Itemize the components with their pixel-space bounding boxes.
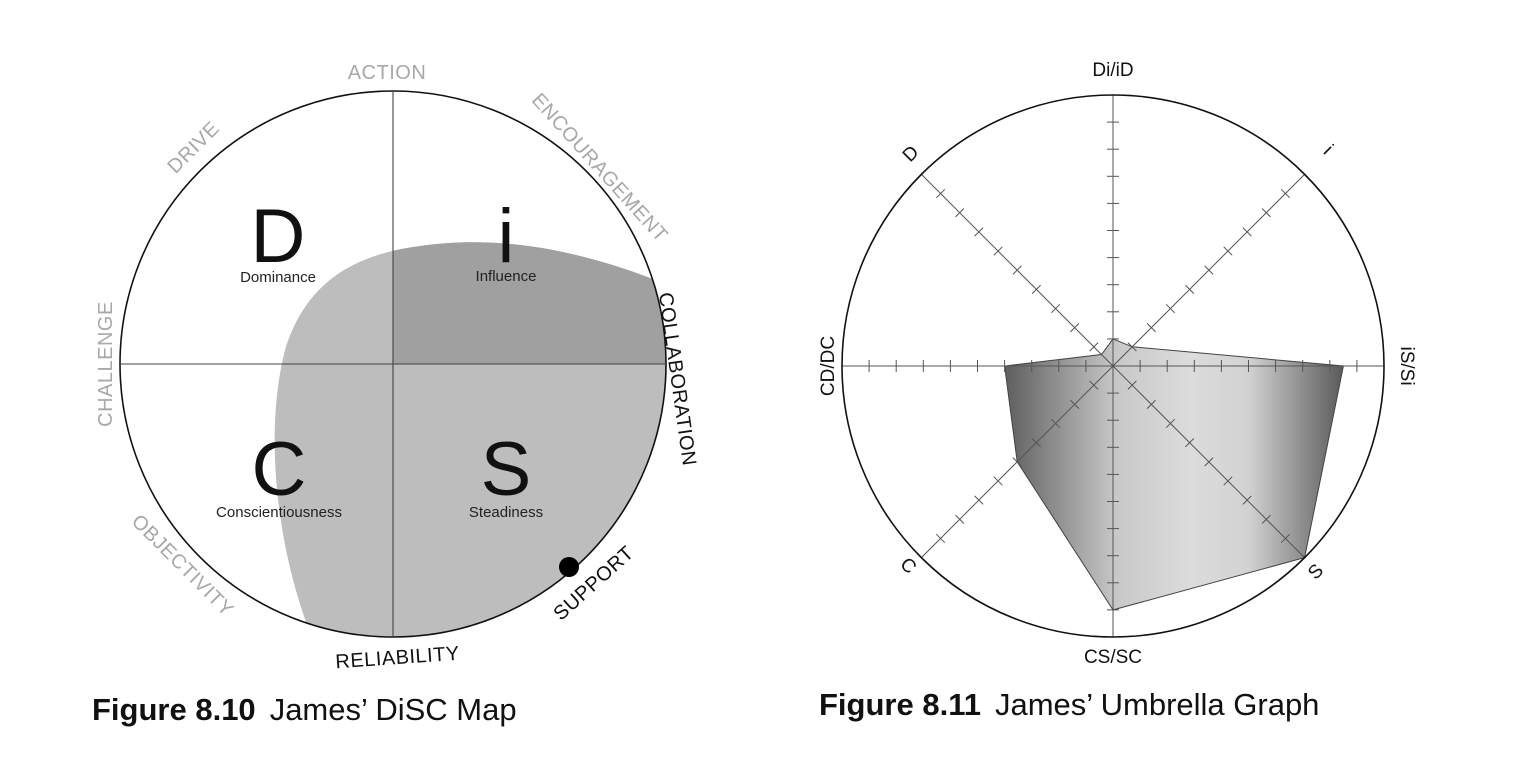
priority-action: ACTION [348,62,427,84]
disc-map-figure: D Dominance i Influence C Conscientiousn… [92,62,700,728]
disc-position-dot [559,557,579,577]
umbrella-axes [842,95,1384,637]
priority-objectivity: OBJECTIVITY [127,510,238,621]
axis-label-i: i [1319,141,1337,159]
axis-label-is-si: iS/Si [1396,346,1417,385]
umbrella-graph-chart: Di/iD D i CD/DC iS/Si C S CS/SC [818,60,1417,668]
umbrella-circle [841,94,1385,638]
quadrant-name-i: Influence [476,268,537,285]
umbrella-graph-figure: Di/iD D i CD/DC iS/Si C S CS/SC Figure 8… [768,0,1536,784]
disc-map-chart: D Dominance i Influence C Conscientiousn… [95,62,700,674]
priority-encouragement: ENCOURAGEMENT [527,89,672,246]
axis-label-d: D [899,142,924,167]
caption-title: James’ Umbrella Graph [994,687,1320,722]
quadrant-letter-s: S [481,427,532,512]
axis-label-cd-dc: CD/DC [818,336,839,396]
axis-label-cs-sc: CS/SC [1084,647,1142,668]
quadrant-letter-c: C [252,427,307,512]
quadrant-letter-d: D [251,194,306,279]
priority-reliability: RELIABILITY [335,643,461,674]
caption-number: Figure 8.11 [819,687,981,722]
priority-challenge: CHALLENGE [95,301,117,427]
priority-drive: DRIVE [163,117,224,178]
caption-title: James’ DiSC Map [269,692,517,727]
quadrant-letter-i: i [498,194,515,279]
quadrant-name-c: Conscientiousness [216,504,342,521]
figure-caption-disc: Figure 8.10 James’ DiSC Map [92,692,517,728]
figure-caption-umbrella: Figure 8.11 James’ Umbrella Graph [819,687,1319,723]
axis-label-s: S [1304,560,1328,584]
quadrant-name-d: Dominance [240,269,316,286]
caption-number: Figure 8.10 [92,692,256,727]
quadrant-name-s: Steadiness [469,504,543,521]
axis-label-c: C [896,554,921,579]
axis-label-di-id: Di/iD [1092,60,1133,81]
